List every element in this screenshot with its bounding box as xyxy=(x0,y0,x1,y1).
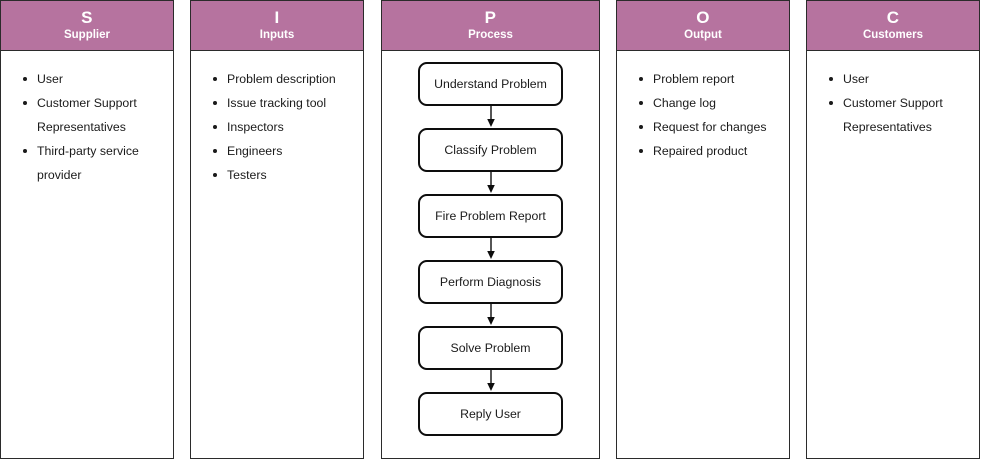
column-header-process: P Process xyxy=(382,1,599,51)
process-flowchart: Understand Problem Classify Problem Fire… xyxy=(382,51,599,458)
flow-arrow-icon xyxy=(486,370,495,391)
column-title: Customers xyxy=(862,29,924,42)
column-title: Process xyxy=(468,29,513,42)
column-title: Output xyxy=(684,29,722,42)
list-item: Problem description xyxy=(213,67,355,91)
column-letter: C xyxy=(886,8,900,28)
list-item: Change log xyxy=(639,91,781,115)
column-letter: P xyxy=(484,8,497,28)
column-header-output: O Output xyxy=(617,1,789,51)
list-item: User xyxy=(23,67,165,91)
list-item: Inspectors xyxy=(213,115,355,139)
list-item: Customer Support Representatives xyxy=(829,91,971,139)
sipoc-column-customers: C Customers User Customer Support Repres… xyxy=(806,0,980,459)
supplier-list: User Customer Support Representatives Th… xyxy=(1,51,173,187)
flow-step-solve-problem: Solve Problem xyxy=(418,326,563,370)
column-header-inputs: I Inputs xyxy=(191,1,363,51)
column-letter: I xyxy=(274,8,280,28)
column-body-customers: User Customer Support Representatives xyxy=(807,51,979,458)
flow-step-reply-user: Reply User xyxy=(418,392,563,436)
customers-list: User Customer Support Representatives xyxy=(807,51,979,139)
list-item: Problem report xyxy=(639,67,781,91)
flow-arrow-icon xyxy=(486,106,495,127)
inputs-list: Problem description Issue tracking tool … xyxy=(191,51,363,187)
sipoc-column-supplier: S Supplier User Customer Support Represe… xyxy=(0,0,174,459)
flow-step-understand-problem: Understand Problem xyxy=(418,62,563,106)
flow-arrow-icon xyxy=(486,238,495,259)
list-item: Testers xyxy=(213,163,355,187)
list-item: Engineers xyxy=(213,139,355,163)
column-body-inputs: Problem description Issue tracking tool … xyxy=(191,51,363,458)
flow-arrow-icon xyxy=(486,172,495,193)
sipoc-column-process: P Process Understand Problem Classify Pr… xyxy=(381,0,600,459)
column-title: Inputs xyxy=(259,29,295,42)
list-item: User xyxy=(829,67,971,91)
flow-arrow-icon xyxy=(486,304,495,325)
column-title: Supplier xyxy=(63,29,110,42)
flow-step-classify-problem: Classify Problem xyxy=(418,128,563,172)
output-list: Problem report Change log Request for ch… xyxy=(617,51,789,163)
sipoc-column-output: O Output Problem report Change log Reque… xyxy=(616,0,790,459)
flow-step-perform-diagnosis: Perform Diagnosis xyxy=(418,260,563,304)
column-body-output: Problem report Change log Request for ch… xyxy=(617,51,789,458)
column-header-supplier: S Supplier xyxy=(1,1,173,51)
list-item: Repaired product xyxy=(639,139,781,163)
list-item: Request for changes xyxy=(639,115,781,139)
sipoc-column-inputs: I Inputs Problem description Issue track… xyxy=(190,0,364,459)
list-item: Third-party service provider xyxy=(23,139,165,187)
column-letter: S xyxy=(81,8,93,28)
column-header-customers: C Customers xyxy=(807,1,979,51)
list-item: Customer Support Representatives xyxy=(23,91,165,139)
column-letter: O xyxy=(696,8,710,28)
flow-step-fire-problem-report: Fire Problem Report xyxy=(418,194,563,238)
column-body-supplier: User Customer Support Representatives Th… xyxy=(1,51,173,458)
list-item: Issue tracking tool xyxy=(213,91,355,115)
